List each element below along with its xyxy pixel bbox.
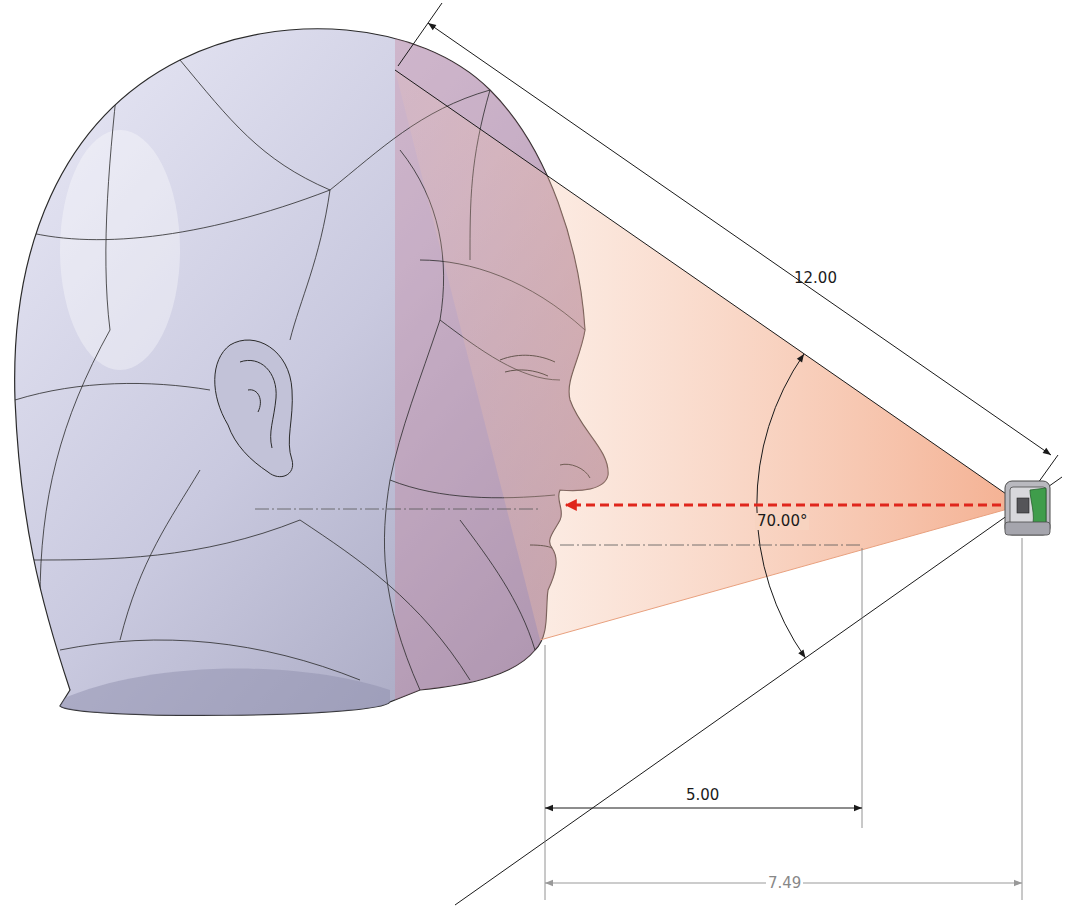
mesh-lines (30, 520, 300, 560)
mesh-lines (120, 470, 200, 640)
mesh-lines (180, 60, 330, 190)
cone-upper-edge (395, 70, 1022, 505)
centre-lines (255, 509, 862, 545)
dimension-label: 70.00° (755, 513, 809, 530)
extension-lines (862, 548, 863, 828)
face-tint (60, 130, 180, 370)
centre-lines (560, 545, 862, 546)
extension-lines (545, 645, 546, 900)
mesh-lines (300, 520, 470, 680)
dimension-label: 5.00 (684, 787, 721, 804)
dimension-label: 7.49 (766, 875, 803, 892)
sensor-module (1005, 481, 1050, 535)
field-of-view-cone (395, 70, 1022, 640)
mesh-lines (390, 320, 440, 480)
dimension-12 (428, 23, 1051, 455)
dimension-12 (398, 3, 1058, 497)
angle-reference-line (455, 477, 1062, 905)
mesh-lines (15, 383, 210, 400)
mesh-lines (20, 190, 330, 240)
mesh-lines (290, 190, 330, 340)
ear (215, 340, 293, 477)
sensor-module (1005, 481, 1050, 535)
mesh-lines (106, 60, 120, 330)
dimension-5-line (545, 808, 862, 809)
dimension-12 (398, 3, 442, 66)
mesh-lines (384, 480, 420, 690)
mesh-lines (40, 330, 110, 600)
sensor-module (1005, 522, 1050, 535)
extension-lines (1022, 538, 1023, 900)
ear (248, 390, 260, 412)
cone-lower-edge (540, 505, 1022, 640)
face-tint (60, 669, 390, 720)
mesh-lines (60, 640, 360, 680)
dimension-label: 12.00 (792, 270, 839, 287)
extension-lines (545, 538, 1022, 900)
sensor-module (1017, 498, 1029, 513)
ear (240, 360, 276, 448)
ear (215, 340, 293, 477)
sensing-direction-arrow (566, 504, 1015, 507)
centre-lines (255, 509, 540, 510)
